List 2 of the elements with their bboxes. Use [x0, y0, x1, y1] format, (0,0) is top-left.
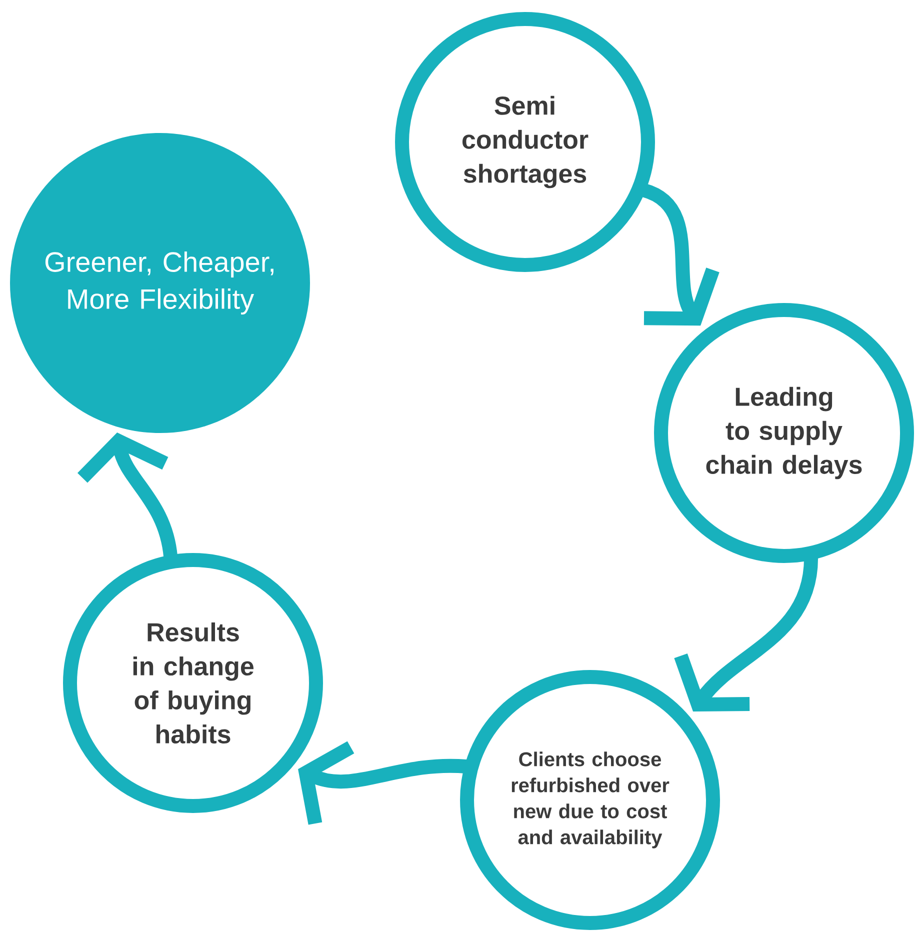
arrow	[298, 741, 467, 825]
arrow	[674, 558, 818, 712]
